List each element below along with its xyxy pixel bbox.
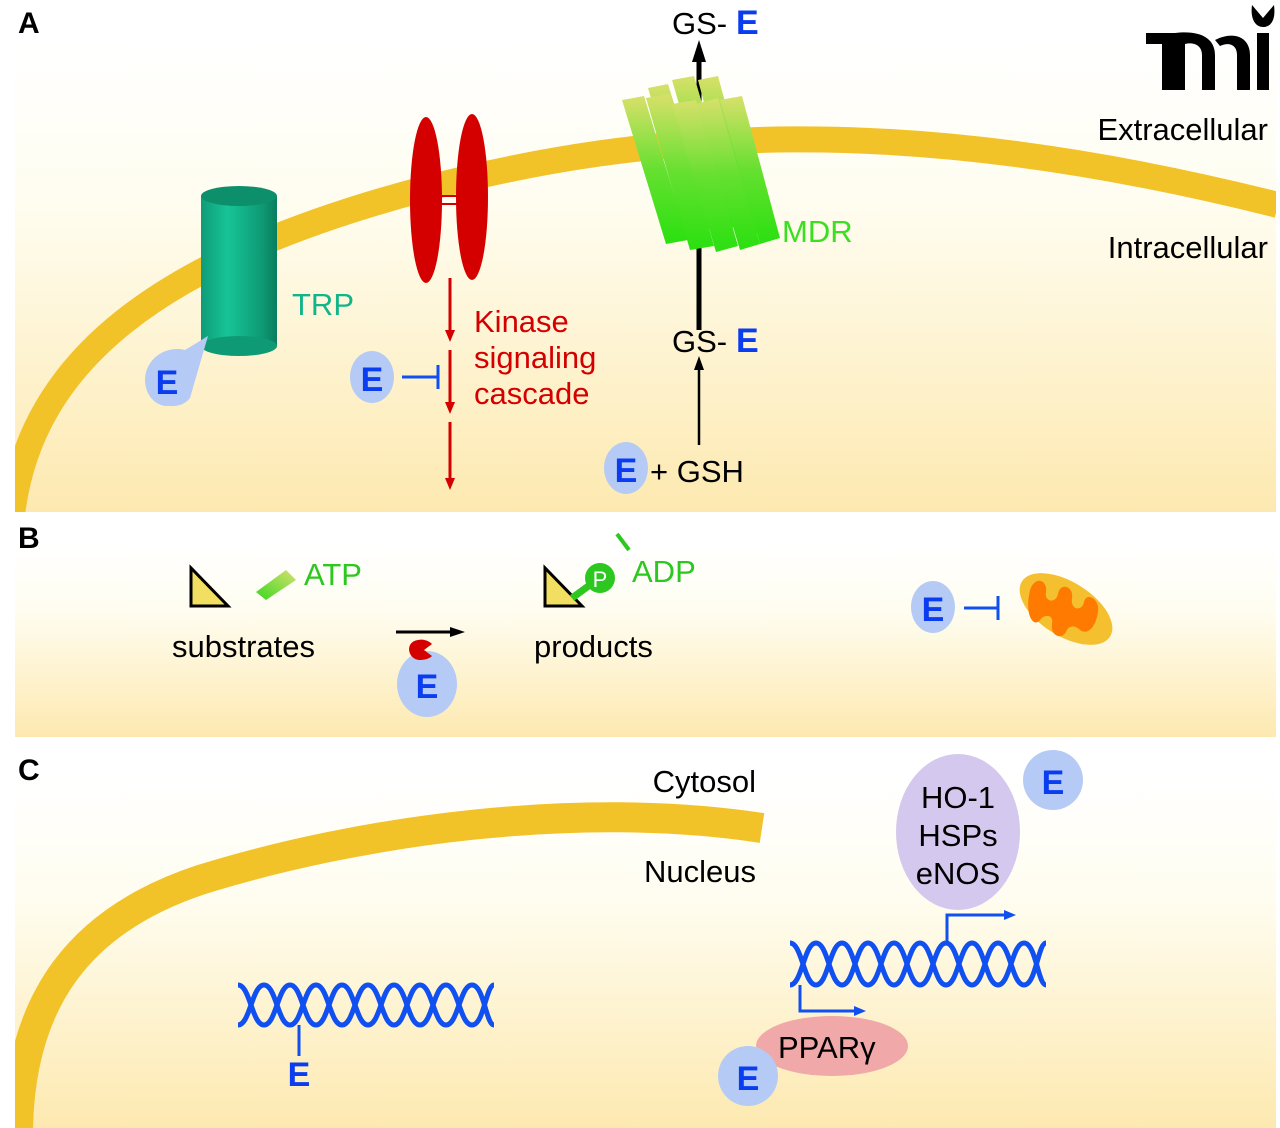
e-label: E xyxy=(156,364,179,402)
substrates-label: substrates xyxy=(172,629,315,664)
epicatechin-mito-inhibitor: E xyxy=(911,581,1000,633)
genes-line1: HO-1 xyxy=(921,780,995,815)
epicatechin-genes: E xyxy=(1023,750,1083,810)
atp-bar xyxy=(256,570,296,600)
panel-a: A Extracellular Intracellular TRP E xyxy=(15,4,1276,512)
phosphate-circle xyxy=(585,563,615,593)
gs-e-intracellular: GS- E xyxy=(672,322,759,360)
nucleus-label: Nucleus xyxy=(644,854,756,889)
journal-logo xyxy=(1146,5,1275,90)
atp-label: ATP xyxy=(304,557,362,592)
transcription-arrow-lower xyxy=(798,985,866,1016)
e-label: E xyxy=(736,322,759,360)
kinase-receptor xyxy=(410,114,488,283)
e-label: E xyxy=(736,4,759,42)
trp-label: TRP xyxy=(292,287,354,322)
extracellular-label: Extracellular xyxy=(1097,112,1268,147)
epicatechin-kinase-inhibitor: E xyxy=(350,351,440,403)
adp-label: ADP xyxy=(632,554,696,589)
adp-bar xyxy=(615,532,631,552)
genes-line2: HSPs xyxy=(918,818,997,853)
panel-letter-c: C xyxy=(18,754,40,787)
e-label: E xyxy=(922,591,945,629)
e-label-dna: E xyxy=(288,1056,311,1094)
trp-channel xyxy=(201,186,277,356)
e-label: E xyxy=(416,668,439,706)
panel-c-background xyxy=(15,775,1276,1128)
reaction-arrow xyxy=(396,627,465,637)
phosphate-label: P xyxy=(593,567,608,592)
genes-line3: eNOS xyxy=(916,856,1000,891)
kinase-label-line1: Kinase xyxy=(474,304,569,339)
enzyme-shape xyxy=(409,639,432,660)
kinase-label-line2: signaling xyxy=(474,340,596,375)
kinase-label-line3: cascade xyxy=(474,376,589,411)
products-label: products xyxy=(534,629,653,664)
ppar-gamma: PPARγ xyxy=(756,1016,908,1076)
cytosol-label: Cytosol xyxy=(653,764,756,799)
e-label: E xyxy=(1042,764,1065,802)
transcription-arrow-upper xyxy=(945,910,1016,943)
gs-e-extracellular: GS- E xyxy=(672,4,759,42)
e-label: E xyxy=(615,452,638,490)
panel-letter-a: A xyxy=(18,7,40,40)
cell-membrane xyxy=(15,126,1276,512)
ppar-label: PPARγ xyxy=(778,1030,876,1065)
epicatechin-gsh: E + GSH xyxy=(604,442,744,494)
gene-products-bubble: HO-1 HSPs eNOS xyxy=(896,754,1020,910)
nuclear-membrane xyxy=(15,802,765,1128)
e-label: E xyxy=(737,1060,760,1098)
gs-prefix: GS- xyxy=(672,6,727,41)
dna-helix-right xyxy=(789,940,1048,988)
epicatechin-enzyme: E xyxy=(397,639,457,717)
mdr-transporter xyxy=(622,76,780,252)
substrate-triangle xyxy=(189,564,232,608)
e-label: E xyxy=(361,361,384,399)
epicatechin-ppar: E xyxy=(718,1046,778,1106)
panel-c: C Cytosol Nucleus E HO-1 HSPs eNOS E xyxy=(15,750,1276,1128)
epicatechin-trp: E xyxy=(145,336,208,407)
kinase-cascade-arrows xyxy=(445,278,455,490)
panel-b-background xyxy=(15,545,1276,737)
panel-b: B ATP substrates E P ADP products E xyxy=(15,522,1276,737)
dna-helix-left xyxy=(237,982,496,1056)
mitochondrion xyxy=(1019,573,1113,645)
panel-letter-b: B xyxy=(18,522,40,555)
plus-gsh-label: + GSH xyxy=(650,454,744,489)
gs-prefix: GS- xyxy=(672,324,727,359)
intracellular-label: Intracellular xyxy=(1108,230,1268,265)
conjugation-arrow xyxy=(694,356,704,445)
mdr-label: MDR xyxy=(782,214,853,249)
